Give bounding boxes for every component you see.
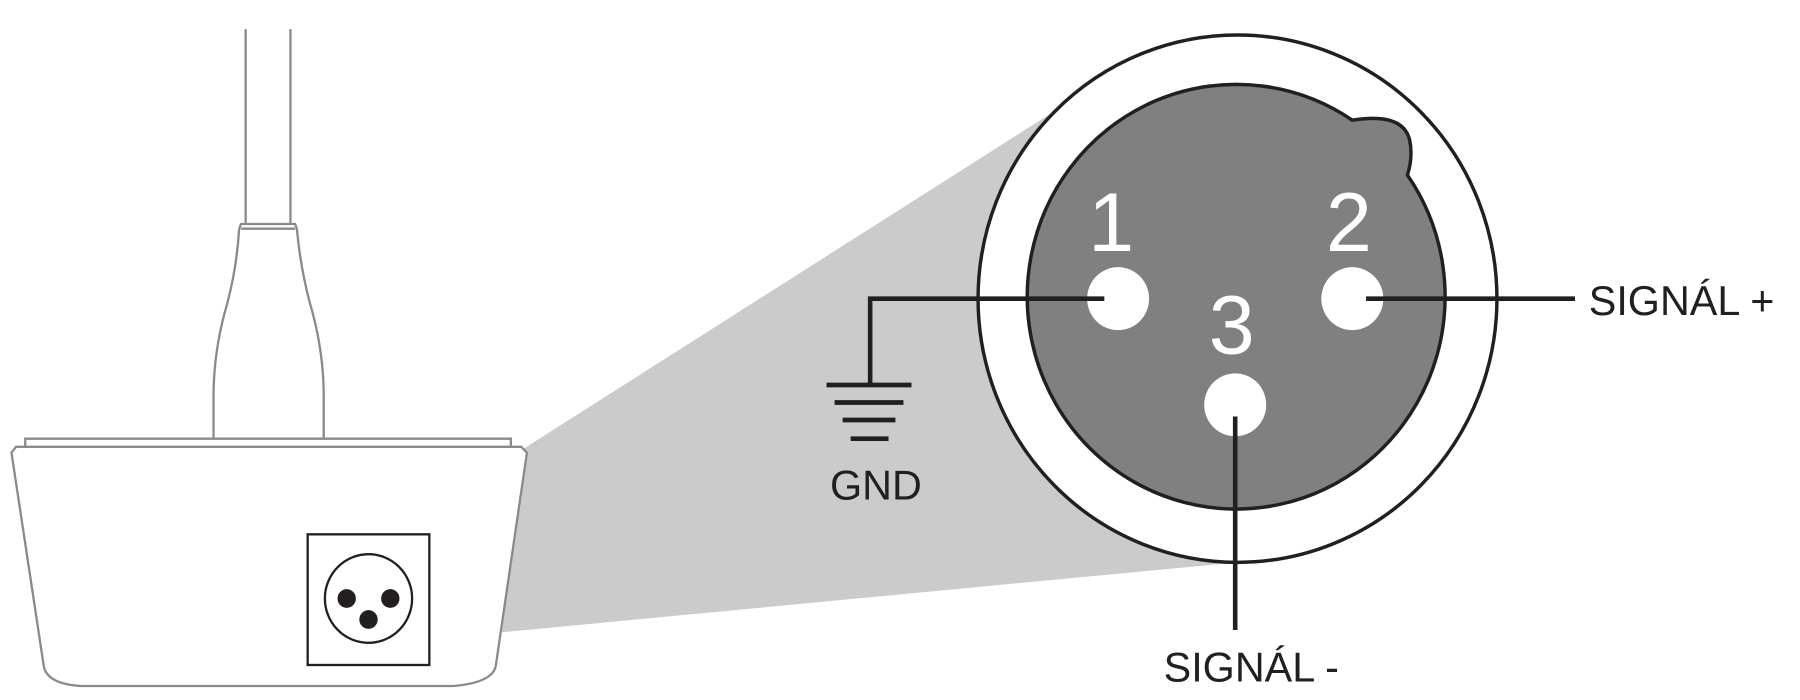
pin-3 xyxy=(1204,373,1267,437)
ground-symbol-icon xyxy=(826,382,912,441)
pin-2 xyxy=(1321,267,1384,331)
device-base xyxy=(10,29,529,688)
gnd-label: GND xyxy=(830,461,922,508)
connector-face xyxy=(1025,82,1447,511)
socket-thumbnail xyxy=(306,533,431,667)
pin-3-number: 3 xyxy=(1209,278,1255,372)
signal-plus-label: SIGNÁL + xyxy=(1589,277,1775,324)
pin-1 xyxy=(1087,267,1150,331)
pin-1-number: 1 xyxy=(1088,175,1134,269)
gnd-wire xyxy=(867,296,1105,385)
signal-minus-label: SIGNÁL - xyxy=(1164,643,1339,690)
pin-2-number: 2 xyxy=(1326,175,1372,269)
